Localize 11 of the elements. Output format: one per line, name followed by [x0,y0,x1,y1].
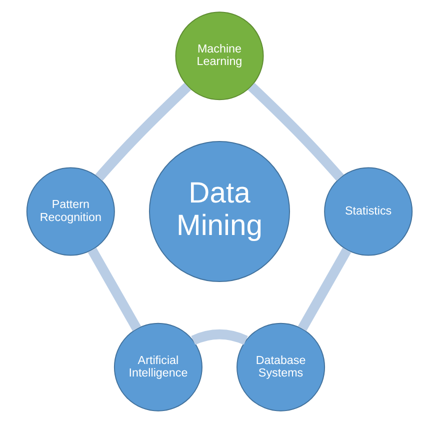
node-circle: Artificial Intelligence [113,322,202,412]
connector [87,248,141,332]
connector [94,82,191,181]
connector [190,329,248,345]
connector [247,82,344,181]
node-circle: Data Mining [148,140,290,282]
node-circle: Machine Learning [174,12,264,100]
connector [297,248,351,332]
node-circle: Database Systems [236,322,325,412]
node-circle: Pattern Recognition [26,167,114,256]
node-circle: Statistics [324,167,412,256]
